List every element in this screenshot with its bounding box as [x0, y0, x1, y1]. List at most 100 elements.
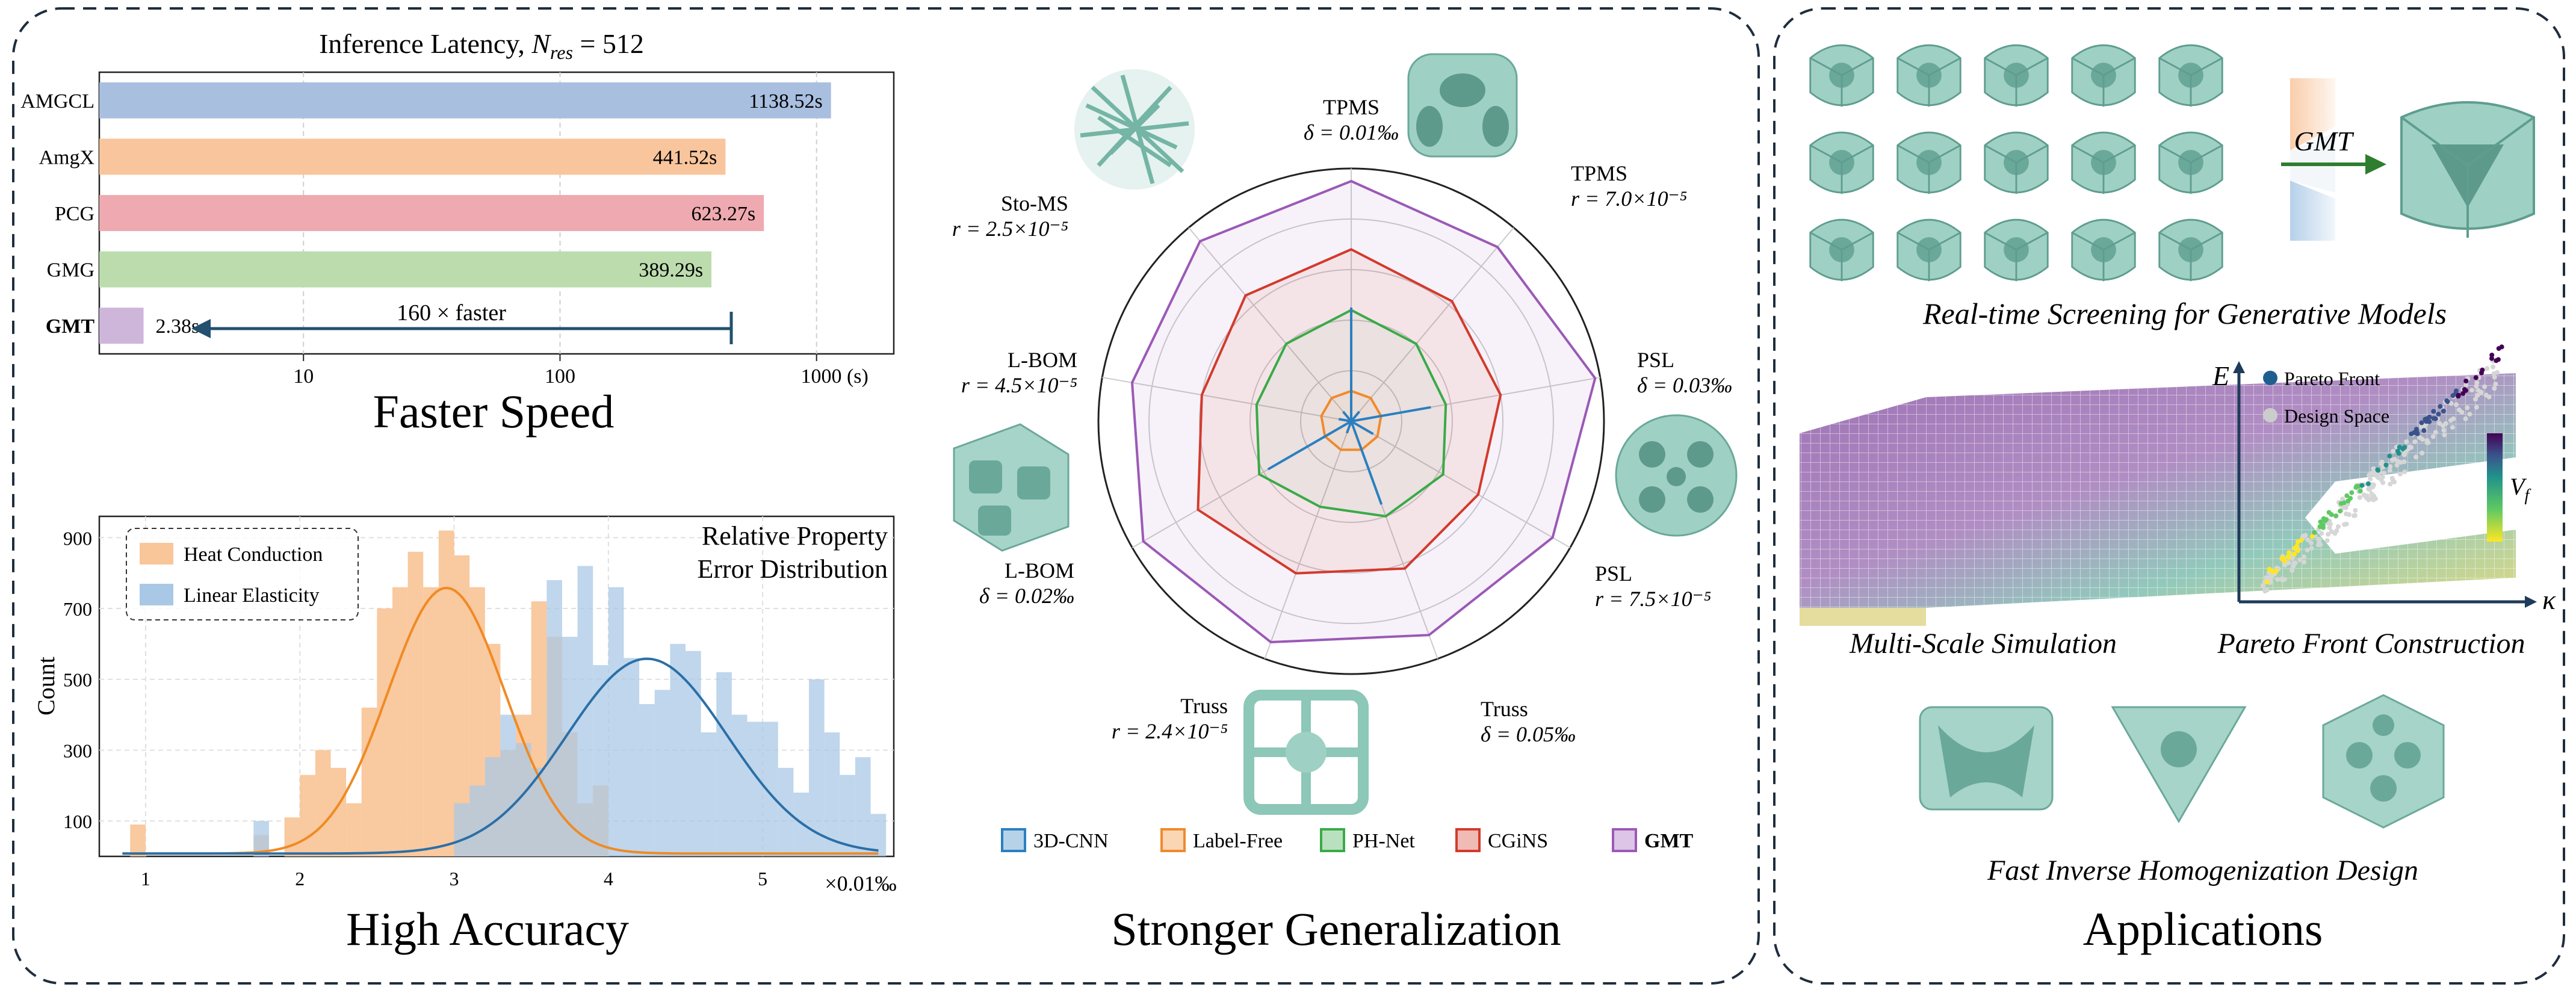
- radar-legend-swatch: [1001, 828, 1026, 852]
- speed-category-label: PCG: [55, 203, 94, 225]
- legend-swatch-elastic: [140, 584, 173, 605]
- speed-category-label: AmgX: [39, 146, 94, 169]
- design-space-point: [2319, 531, 2324, 536]
- hist-bar-elastic: [639, 704, 655, 856]
- accuracy-title-line1: Relative Property: [702, 521, 888, 551]
- design-space-point: [2475, 392, 2480, 398]
- design-space-point: [2336, 524, 2341, 530]
- design-space-point: [2485, 366, 2490, 371]
- speed-value-label: 1138.52s: [749, 90, 822, 113]
- pareto-front-point: [2450, 393, 2456, 398]
- accuracy-xunit: ×0.01‰: [825, 871, 896, 896]
- design-space-point: [2448, 418, 2453, 423]
- pareto-x-label: κ: [2542, 584, 2556, 615]
- faster-speed-label: Faster Speed: [373, 385, 615, 438]
- l-bom-lattice-image: [953, 423, 1070, 552]
- sto-ms-lattice-image: [1074, 69, 1195, 190]
- radar-axis-name: PSL: [1595, 561, 1632, 586]
- speed-bar-pcg: [99, 195, 764, 231]
- pareto-front-point: [2438, 404, 2443, 409]
- generated-lattice-cell: [2071, 218, 2136, 282]
- hist-bar-heat: [300, 775, 315, 856]
- tpms-lattice-image: [1407, 53, 1518, 158]
- design-space-point: [2290, 568, 2295, 573]
- pareto-front-point: [2376, 468, 2381, 473]
- design-space-point: [2491, 364, 2496, 370]
- hist-bar-elastic: [454, 803, 470, 856]
- design-space-point: [2398, 471, 2403, 477]
- generated-lattice-cell: [1896, 131, 1961, 195]
- kde-curve-elastic: [122, 657, 879, 855]
- pareto-front-point: [2456, 394, 2461, 399]
- hist-bar-elastic: [824, 732, 840, 856]
- pareto-front-point: [2383, 462, 2389, 468]
- hist-bar-elastic: [701, 732, 717, 856]
- pareto-front-point: [2423, 416, 2428, 422]
- psl-lattice-image: [1615, 414, 1738, 537]
- pareto-front-point: [2338, 509, 2343, 514]
- radar-legend-label: Label-Free: [1193, 830, 1283, 852]
- design-space-point: [2264, 587, 2270, 593]
- pareto-front-point: [2344, 493, 2350, 498]
- pareto-front-point: [2309, 534, 2315, 539]
- gmt-arrow: GMT: [2281, 126, 2386, 175]
- pareto-front-point: [2387, 453, 2392, 459]
- radar-axis-name: L-BOM: [1008, 348, 1077, 372]
- radar-legend-label: PH-Net: [1352, 830, 1415, 852]
- design-space-point: [2309, 540, 2314, 546]
- speed-chart-title: Inference Latency, Nres = 512: [319, 28, 644, 63]
- pareto-front-point: [2463, 388, 2468, 393]
- design-space-point: [2316, 536, 2321, 542]
- design-space-point: [2302, 554, 2306, 560]
- radar-axis-param: δ = 0.05‰: [1481, 722, 1576, 746]
- design-space-point: [2387, 468, 2392, 473]
- hist-bar-elastic: [608, 587, 624, 856]
- hist-bar-elastic: [670, 643, 686, 856]
- speed-value-label: 2.38s: [156, 315, 200, 338]
- radar-spoke: [1188, 227, 1352, 422]
- radar-line-3d-cnn: [1350, 410, 1361, 422]
- design-space-point: [2412, 439, 2418, 445]
- accuracy-xtick-label: 5: [758, 868, 767, 889]
- hist-bar-elastic: [809, 679, 825, 856]
- design-space-point: [2473, 397, 2478, 402]
- design-space-point: [2433, 430, 2438, 435]
- legend-linear-elasticity: Linear Elasticity: [184, 584, 320, 607]
- design-space-point: [2420, 450, 2425, 456]
- pareto-front-point: [2318, 519, 2323, 525]
- left-panel-frame: [12, 7, 1760, 985]
- pareto-front-point: [2463, 379, 2469, 384]
- generated-lattice-cell: [1809, 44, 1874, 108]
- design-space-point: [2367, 487, 2373, 492]
- hist-bar-elastic: [654, 690, 670, 856]
- generated-lattice-cell: [1896, 218, 1961, 282]
- hist-bar-heat: [315, 750, 331, 856]
- accuracy-ytick-label: 100: [63, 811, 92, 832]
- design-space-point: [2327, 525, 2332, 530]
- pareto-front-point: [2333, 513, 2339, 519]
- design-space-point: [2424, 440, 2430, 445]
- design-space-point: [2389, 457, 2395, 462]
- hist-bar-elastic: [624, 658, 640, 856]
- accuracy-xtick-label: 1: [141, 868, 150, 889]
- design-space-point: [2344, 511, 2348, 516]
- pareto-front-point: [2359, 483, 2365, 488]
- design-space-point: [2465, 405, 2470, 410]
- pareto-front-point: [2489, 356, 2494, 361]
- speed-tick-label: 1000 (s): [800, 365, 868, 388]
- design-space-point: [2381, 471, 2386, 476]
- hist-bar-elastic: [546, 580, 562, 856]
- speedup-label: 160 × faster: [397, 300, 506, 326]
- design-space-point: [2413, 454, 2419, 460]
- design-space-point: [2437, 421, 2442, 426]
- design-space-point: [2391, 448, 2396, 454]
- hist-bar-elastic: [577, 566, 593, 856]
- radar-grid: [1097, 167, 1605, 675]
- pareto-front-point: [2409, 432, 2414, 436]
- design-space-point: [2305, 548, 2310, 553]
- pareto-front-point: [2436, 412, 2441, 417]
- design-space-point: [2392, 479, 2397, 484]
- hist-bar-elastic: [855, 757, 871, 856]
